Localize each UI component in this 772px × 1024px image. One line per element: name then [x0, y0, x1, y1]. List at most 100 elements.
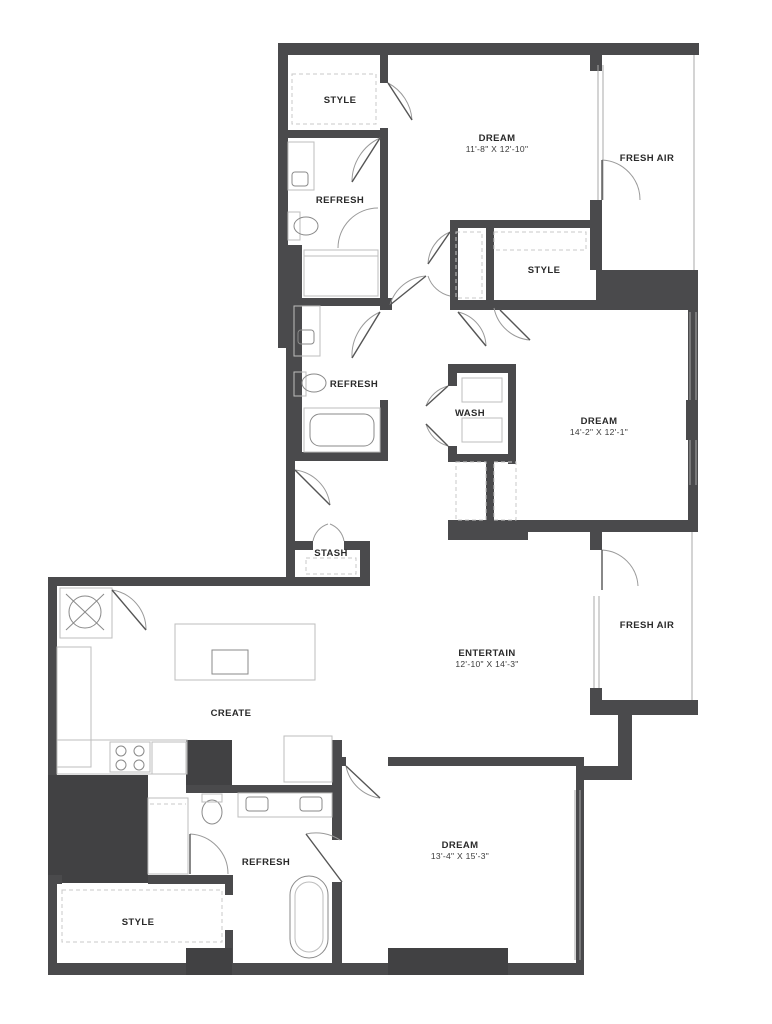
door-swing — [294, 469, 331, 506]
door-leaf — [351, 137, 381, 183]
closet-shelf — [291, 73, 377, 125]
wall-i24 — [295, 541, 313, 550]
room-dim-dream-2: 14'-2" X 12'-1" — [570, 427, 628, 437]
door-swing — [189, 833, 229, 875]
wall-kitchen-top — [48, 577, 370, 586]
toilet — [201, 799, 223, 825]
wall-i18 — [448, 454, 516, 462]
wall-i32 — [332, 757, 346, 766]
room-label-refresh-2: REFRESH — [330, 379, 378, 390]
door-swing — [427, 231, 451, 265]
toilet-tank — [201, 793, 223, 803]
bench — [283, 735, 333, 783]
door-swing — [329, 523, 345, 542]
door-leaf — [387, 82, 413, 121]
door-swing — [425, 423, 449, 447]
room-label-dream-1: DREAM — [479, 133, 516, 144]
door-swing — [351, 311, 381, 359]
shower — [147, 797, 189, 875]
wall-i34 — [225, 875, 233, 895]
toilet — [293, 216, 319, 236]
door-leaf — [111, 589, 147, 631]
closet-shelf — [493, 461, 517, 521]
window-mullion — [686, 400, 698, 440]
door-leaf — [305, 833, 343, 883]
wall-right-block — [596, 270, 698, 310]
wall-i14 — [448, 364, 516, 373]
toilet-tank — [293, 371, 307, 397]
wall-i22 — [590, 532, 602, 550]
wall-right-step — [576, 766, 632, 780]
windows — [574, 55, 698, 960]
wall-i19 — [486, 454, 494, 524]
door-swing — [601, 159, 641, 201]
closet-shelf — [455, 461, 487, 521]
vanity — [237, 792, 333, 818]
door-swing — [425, 385, 449, 407]
room-label-create: CREATE — [211, 708, 252, 719]
wall-left-upper — [278, 43, 288, 348]
pantry-circle — [68, 595, 102, 629]
door-leaf — [499, 309, 531, 341]
closet-shelf — [455, 231, 483, 299]
door-swing — [312, 523, 329, 542]
door-leaf — [294, 469, 331, 506]
counter-left — [56, 646, 92, 768]
wall-i25 — [344, 541, 370, 550]
wall-i9 — [450, 300, 596, 310]
island — [174, 623, 316, 681]
room-label-fresh-air-2: FRESH AIR — [620, 620, 674, 631]
wall-i31 — [388, 757, 584, 766]
wall-i10 — [286, 298, 388, 306]
wall-i15 — [448, 364, 457, 386]
island-sink — [211, 649, 249, 675]
sink — [297, 329, 315, 345]
wall-i4 — [590, 65, 602, 71]
door-leaf — [345, 765, 381, 799]
room-label-style-3: STYLE — [122, 917, 155, 928]
toilet — [301, 373, 327, 393]
interior-walls — [48, 43, 698, 975]
wall-i11 — [380, 298, 392, 310]
door-leaf — [351, 311, 381, 359]
wall-i29 — [332, 740, 342, 840]
wall-i38 — [186, 948, 232, 975]
counter-bottom — [56, 739, 188, 775]
wall-i1 — [380, 43, 388, 83]
room-label-refresh-3: REFRESH — [242, 857, 290, 868]
wall-i7 — [450, 220, 458, 308]
room-label-dream-2: DREAM — [581, 416, 618, 427]
wall-i13 — [380, 400, 388, 460]
wall-stash-right — [360, 541, 370, 586]
wall-i36 — [48, 875, 62, 884]
fridge — [151, 741, 187, 775]
vanity — [287, 141, 315, 191]
wall-i8 — [486, 220, 494, 308]
room-label-entertain: ENTERTAIN — [458, 648, 515, 659]
dryer — [461, 417, 503, 443]
wall-i21 — [486, 520, 698, 532]
wall-i23 — [590, 688, 602, 715]
door-swing — [305, 832, 341, 841]
range — [109, 741, 151, 773]
door-swing — [389, 275, 427, 306]
wall-i17 — [508, 364, 516, 464]
pantry-x — [65, 593, 105, 631]
room-dim-dream-3: 13'-4" X 15'-3" — [431, 851, 489, 861]
wall-i5 — [590, 200, 602, 270]
door-swing — [345, 765, 381, 799]
closet-shelf — [305, 557, 357, 575]
door-swing — [387, 82, 413, 121]
shower — [303, 249, 379, 297]
room-label-fresh-air-1: FRESH AIR — [620, 153, 674, 164]
wall-i2 — [380, 128, 388, 308]
sink — [299, 796, 323, 812]
room-label-wash: WASH — [455, 408, 485, 419]
room-label-style-2: STYLE — [528, 265, 561, 276]
door-leaf — [425, 385, 449, 407]
closet-shelf — [61, 889, 223, 943]
wall-i6 — [450, 220, 596, 228]
burner — [115, 759, 127, 771]
wall-i37 — [388, 948, 508, 975]
